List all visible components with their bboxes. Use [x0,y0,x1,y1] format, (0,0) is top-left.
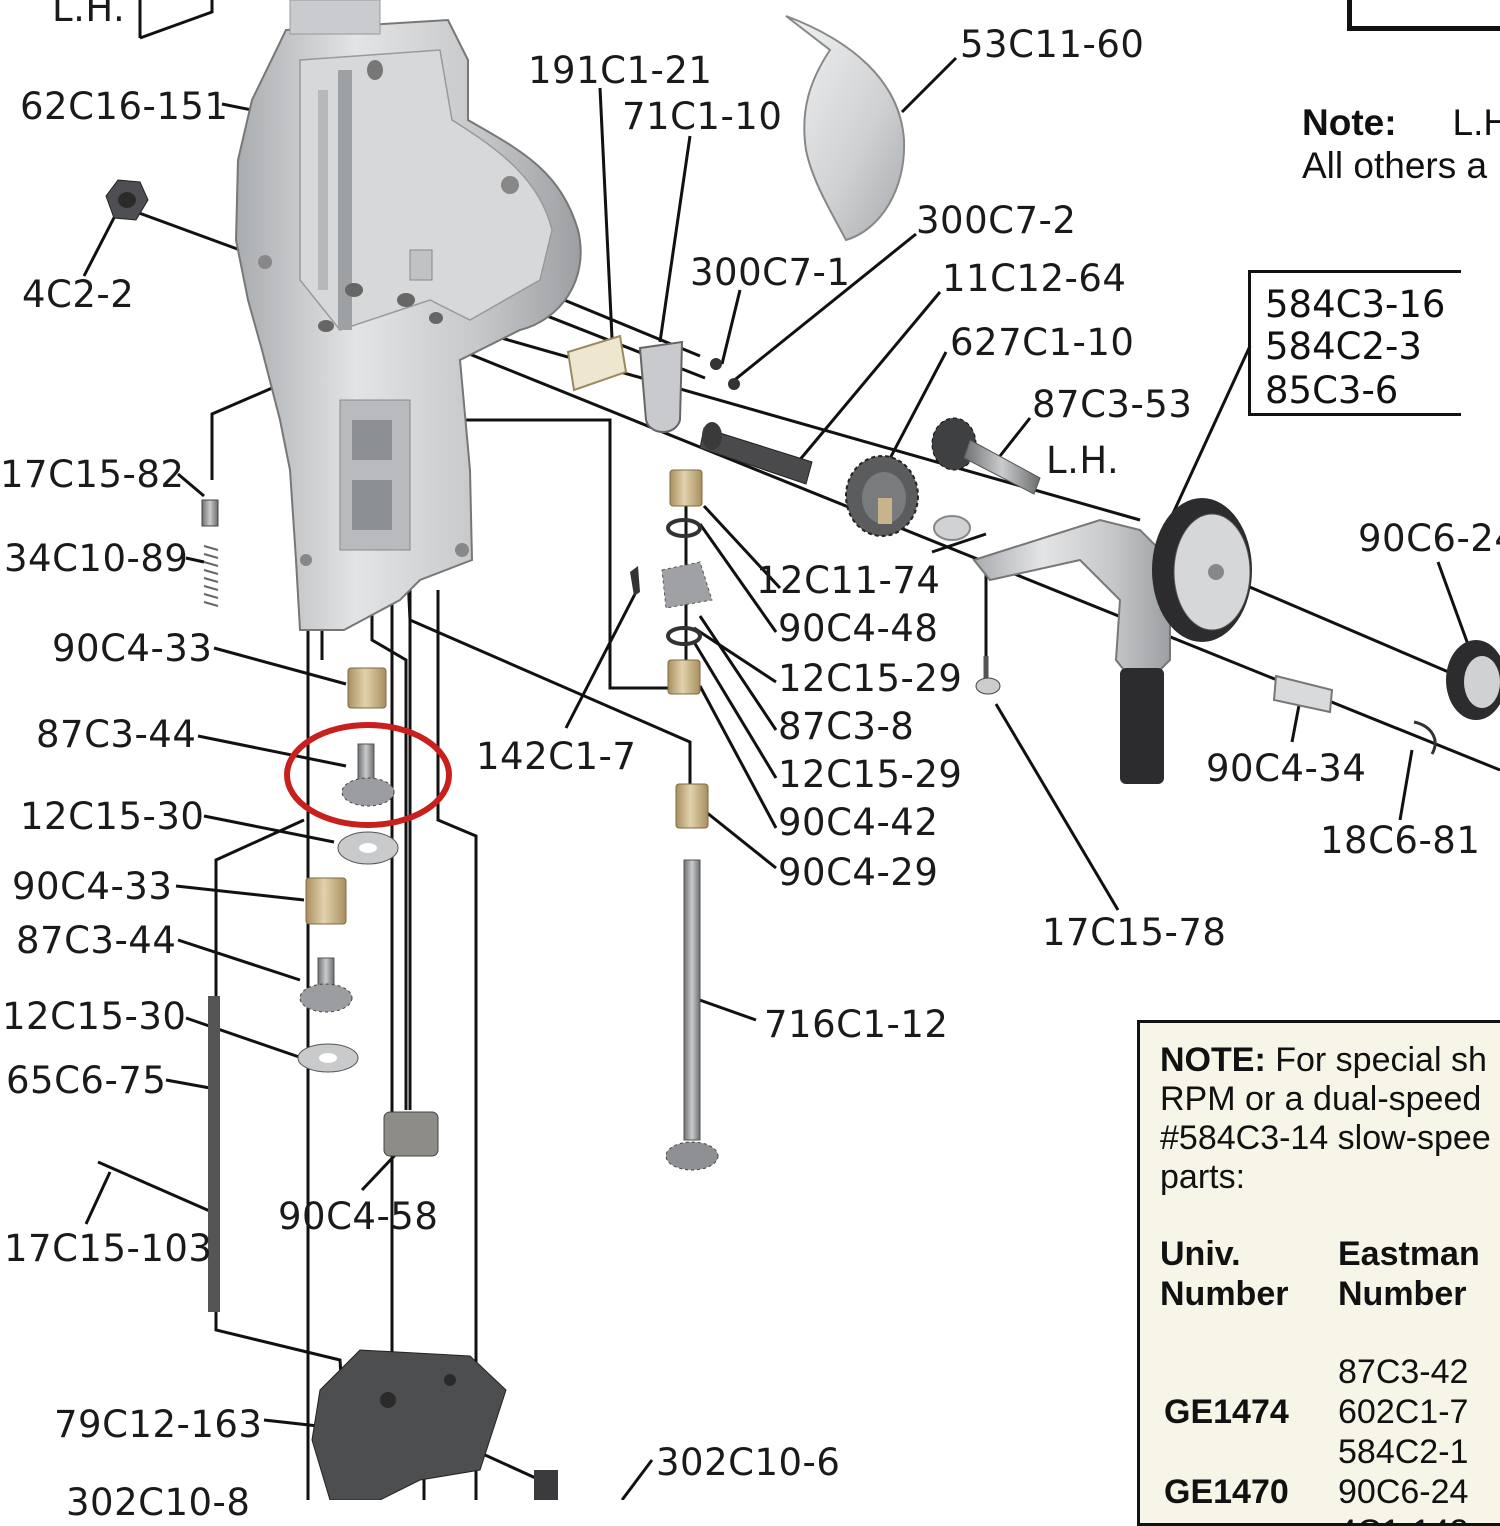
helical-gear [845,455,919,537]
lever-assembly [972,498,1252,784]
rod [208,996,220,1312]
label-17C15-78: 17C15-78 [1042,911,1227,954]
screw [975,656,1001,695]
label-12C11-74: 12C11-74 [756,559,941,602]
bronze-bushing [347,667,387,709]
label-90C4-48: 90C4-48 [778,607,939,650]
label-53C11-60: 53C11-60 [960,23,1145,66]
part-box-line-3: 85C3-6 [1265,369,1399,412]
table-cell-eastman: 90C6-24 [1338,1473,1469,1511]
label-17C15-82: 17C15-82 [0,453,185,496]
label-79C12-163: 79C12-163 [54,1403,263,1446]
col-univ-header-2: Number [1160,1275,1289,1313]
pinion-gear [931,417,1041,495]
label-300C7-2: 300C7-2 [916,199,1077,242]
table-cell-eastman: 4C1-142 [1338,1513,1468,1523]
label-90C4-58: 90C4-58 [278,1195,439,1238]
note-paragraph: NOTE: For special sh RPM or a dual-speed… [1160,1041,1500,1197]
note-text-2: RPM or a dual-speed [1160,1080,1482,1118]
label-12C15-30-b: 12C15-30 [2,995,187,1038]
col-univ-header-1: Univ. [1160,1235,1241,1273]
note-text-1: For special sh [1265,1041,1487,1079]
label-11C12-64: 11C12-64 [942,257,1127,300]
helical-gear-small [661,561,713,609]
top-note: Note: L.H. All others a [1302,102,1500,187]
label-716C1-12: 716C1-12 [764,1003,949,1046]
part-box-line-1: 584C3-16 [1265,283,1446,326]
long-shaft [683,859,701,1141]
label-12C15-29-a: 12C15-29 [778,657,963,700]
table-cell-eastman: 87C3-42 [1338,1353,1469,1391]
label-90C6-24: 90C6-24 [1358,517,1500,560]
label-lh-top: L.H. [52,0,126,30]
label-87C3-8: 87C3-8 [778,705,915,748]
label-87C3-53: 87C3-53 [1032,383,1193,426]
note-text-4: parts: [1160,1158,1246,1196]
label-71C1-10: 71C1-10 [622,95,783,138]
corner-frame [1347,0,1500,31]
label-12C15-29-b: 12C15-29 [778,753,963,796]
bearing [1446,640,1500,720]
label-90C4-34: 90C4-34 [1206,747,1367,790]
part-box-line-2: 584C2-3 [1265,325,1422,368]
label-lh-mid: L.H. [1046,439,1120,482]
label-90C4-29: 90C4-29 [778,851,939,894]
label-62C16-151: 62C16-151 [20,85,229,128]
spring [203,545,219,607]
col-eastman-header-1: Eastman [1338,1235,1480,1273]
table-cell-univ: GE1470 [1164,1473,1289,1511]
label-87C3-44-a: 87C3-44 [36,713,197,756]
sleeve-bushing [1272,674,1334,714]
label-142C1-7: 142C1-7 [476,735,637,778]
highlight-circle [284,722,452,828]
label-18C6-81: 18C6-81 [1320,819,1481,862]
shield-part [785,15,906,242]
note-line2: All others a [1302,144,1488,186]
main-casting [234,0,582,631]
label-34C10-89: 34C10-89 [4,537,189,580]
note-text-3: #584C3-14 slow-spee [1160,1119,1491,1157]
base-plate [311,1349,507,1500]
note-heading: Note: [1302,102,1397,143]
label-87C3-44-b: 87C3-44 [16,919,177,962]
shaft-part [699,427,813,485]
table-cell-eastman: 602C1-7 [1338,1393,1469,1431]
label-90C4-33-b: 90C4-33 [12,865,173,908]
label-17C15-103: 17C15-103 [4,1227,213,1270]
label-300C7-1: 300C7-1 [690,251,851,294]
col-eastman-header-2: Number [1338,1275,1467,1313]
label-65C6-75: 65C6-75 [6,1059,167,1102]
knurled-gear [383,1111,439,1157]
label-90C4-42: 90C4-42 [778,801,939,844]
special-note-box: NOTE: For special sh RPM or a dual-speed… [1137,1020,1500,1526]
label-302C10-cut: 302C10-8 [66,1481,251,1524]
note-prefix: NOTE: [1160,1041,1266,1079]
label-627C1-10: 627C1-10 [950,321,1135,364]
label-191C1-21: 191C1-21 [528,49,713,92]
bracket-part [638,340,684,433]
pin [201,499,219,527]
part-number-box: 584C3-16 584C2-3 85C3-6 [1248,270,1461,416]
label-302C10-6: 302C10-6 [656,1441,841,1484]
label-12C15-30-a: 12C15-30 [20,795,205,838]
label-4C2-2: 4C2-2 [22,273,135,316]
note-line1: L.H. [1452,102,1500,143]
table-cell-univ: GE1474 [1164,1393,1289,1431]
bronze-bushing [669,469,703,507]
label-90C4-33-a: 90C4-33 [52,627,213,670]
block-part [566,334,628,392]
table-cell-eastman: 584C2-1 [1338,1433,1469,1471]
